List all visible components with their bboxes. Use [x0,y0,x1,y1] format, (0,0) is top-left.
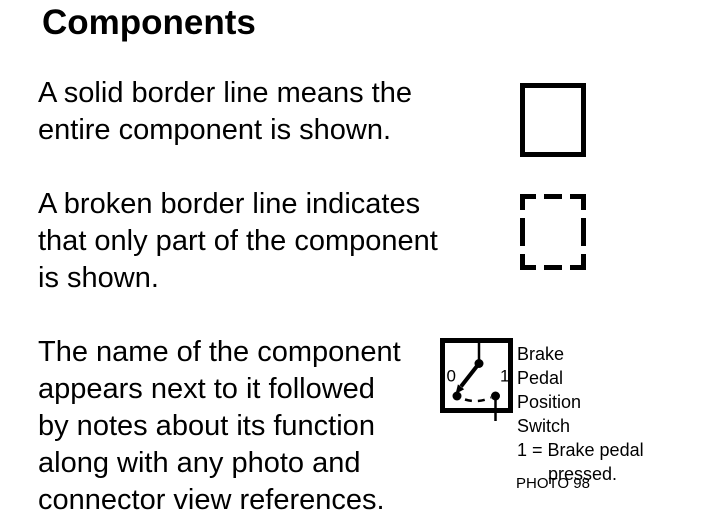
paragraph-line: entire component is shown. [38,114,392,146]
switch-symbol-icon: 0 1 [438,336,516,424]
paragraph-line: by notes about its function [38,410,375,442]
switch-position-0-label: 0 [447,367,456,386]
caption-line: pressed. [548,464,618,484]
paragraph-line: appears next to it followed [38,373,375,405]
solid-border-paragraph: A solid border line means the entire com… [38,75,412,149]
switch-position-1-label: 1 [500,367,509,386]
caption-line: Pedal [517,368,564,388]
paragraph-line: that only part of the component [38,225,438,257]
photo-reference: PHOTO 98 [516,475,590,492]
paragraph-line: A broken border line indicates [38,188,421,220]
paragraph-line: connector view references. [38,484,385,516]
caption-line: Brake [517,344,565,364]
solid-border-box-icon [520,83,586,157]
caption-line: Position [517,392,582,412]
paragraph-line: along with any photo and [38,447,361,479]
broken-border-paragraph: A broken border line indicates that only… [38,186,438,297]
paragraph-line: is shown. [38,262,159,294]
caption-line: Switch [517,416,571,436]
paragraph-line: A solid border line means the [38,77,412,109]
dashed-border-box-icon [520,194,586,270]
paragraph-line: The name of the component [38,336,401,368]
page-title: Components [42,3,256,42]
component-name-paragraph: The name of the component appears next t… [38,334,401,519]
component-caption: Brake Pedal Position Switch 1 = Brake pe… [517,342,644,486]
caption-line: 1 = Brake pedal [517,440,644,460]
